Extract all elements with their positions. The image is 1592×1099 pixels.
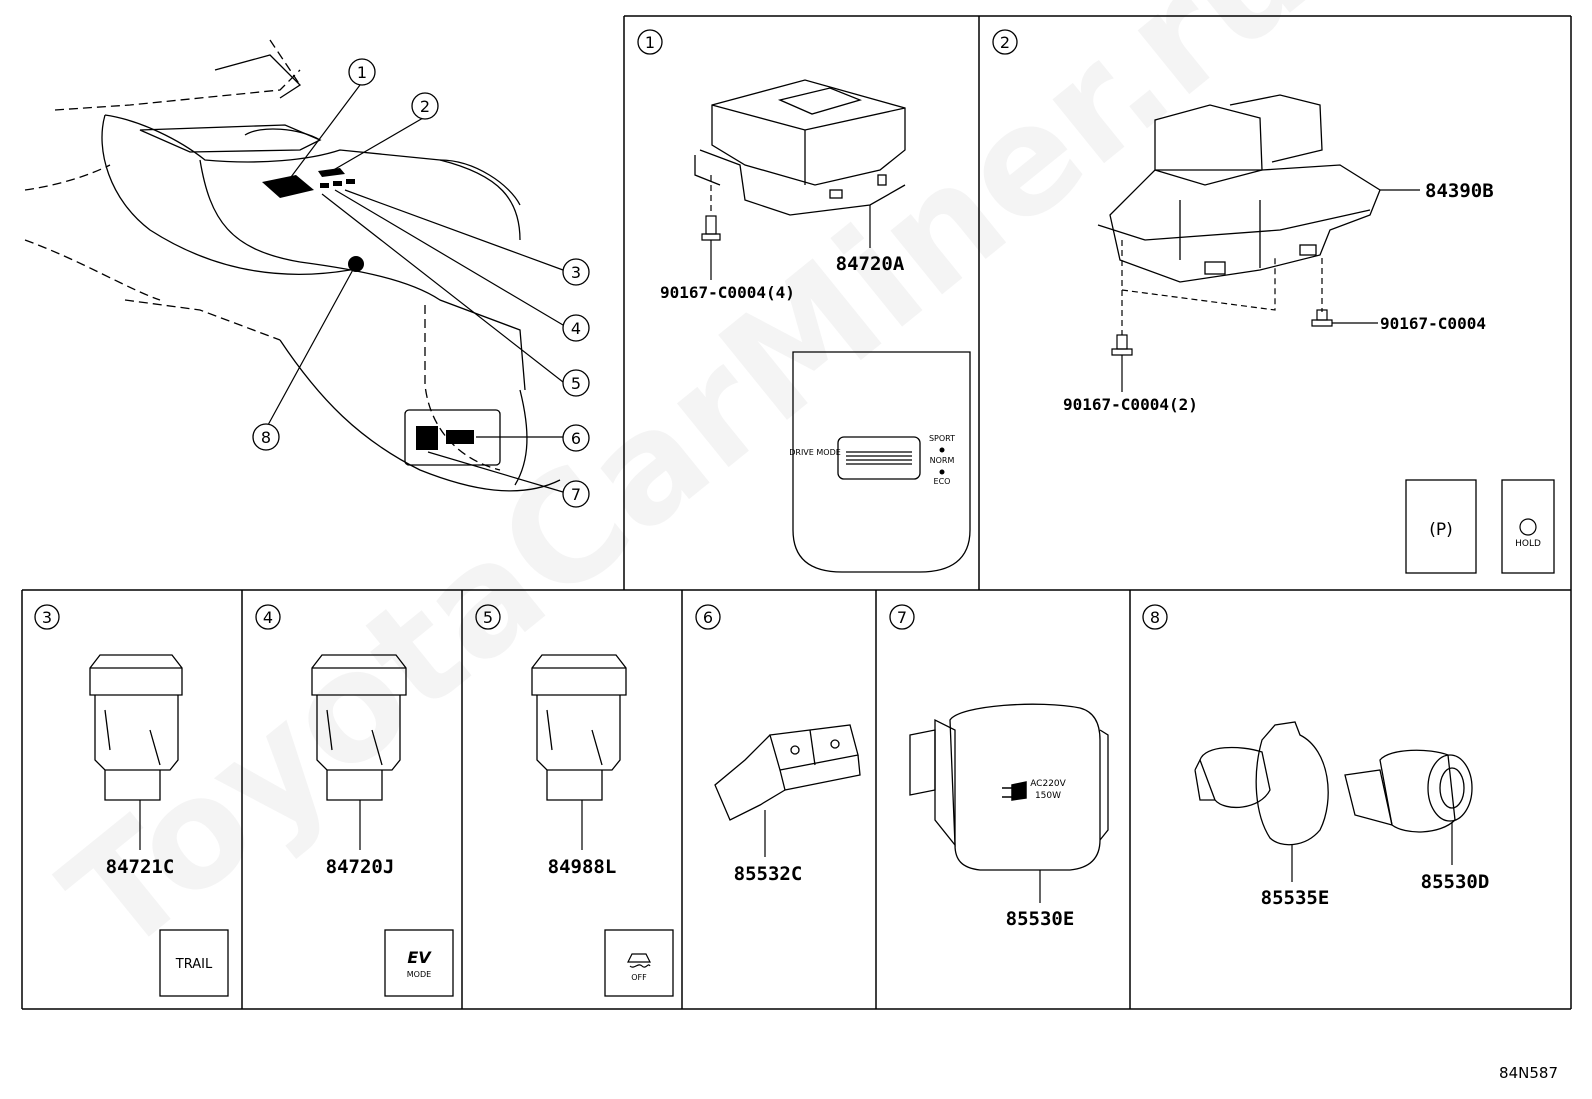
ac-outlet-drawing — [909, 703, 1109, 871]
power-socket-drawing — [1344, 749, 1473, 833]
part-84390B: 84390B — [1425, 180, 1494, 202]
panel-4-number: 4 — [263, 608, 273, 627]
panel-3: 3 84721C TRAIL — [34, 604, 229, 997]
console-switch-marks — [262, 168, 474, 450]
panel-7-number: 7 — [897, 608, 907, 627]
svg-text:7: 7 — [571, 485, 581, 504]
svg-text:4: 4 — [571, 319, 581, 338]
svg-text:5: 5 — [571, 374, 581, 393]
trail-icon-box — [159, 929, 229, 997]
trail-icon: TRAIL — [175, 957, 213, 972]
svg-text:6: 6 — [571, 429, 581, 448]
mode-sport: SPORT — [929, 434, 955, 443]
callout-3: 3 — [562, 258, 590, 286]
power-socket-cap-drawing — [1194, 721, 1329, 846]
drive-mode-dial — [837, 436, 921, 480]
part-84721C: 84721C — [106, 856, 175, 878]
part-85530D: 85530D — [1421, 871, 1490, 893]
screw-icon — [1311, 309, 1333, 327]
watermark: ToyotaCarMiner.ru — [33, 0, 1342, 988]
callout-7: 7 — [562, 480, 590, 508]
ev-switch-drawing — [311, 654, 407, 801]
panel-1-number: 1 — [645, 33, 655, 52]
trc-off-label: OFF — [631, 973, 647, 982]
part-85532C: 85532C — [734, 863, 803, 885]
callout-leaders — [267, 84, 564, 493]
part-84720J: 84720J — [326, 856, 395, 878]
trail-switch-drawing — [89, 654, 183, 801]
seat-heater-switch-drawing — [714, 724, 861, 821]
ev-mode-label: MODE — [407, 970, 431, 979]
part-85530E: 85530E — [1006, 908, 1075, 930]
panel-3-number: 3 — [42, 608, 52, 627]
panel-2: 2 84390B 90167-C0004 90167-C0004(2) — [992, 29, 1555, 574]
ev-icon-box — [384, 929, 454, 997]
skid-car-icon — [627, 953, 651, 968]
plug-icon — [1002, 781, 1027, 801]
screw-icon — [1111, 334, 1133, 356]
trc-off-switch-drawing — [531, 654, 627, 801]
ev-icon: EV — [407, 948, 432, 967]
screw-icon — [701, 215, 721, 241]
panel-1: 1 84720A 90167-C0004(4) DRIVE MODE SPORT — [637, 29, 971, 573]
callout-1: 1 — [348, 58, 376, 86]
panel-4: 4 84720J EV MODE — [255, 604, 454, 997]
panel-5-number: 5 — [483, 608, 493, 627]
outlet-wattage: 150W — [1035, 791, 1061, 801]
callout-2: 2 — [411, 92, 439, 120]
drive-mode-switch-drawing — [694, 79, 906, 216]
svg-text:1: 1 — [357, 63, 367, 82]
parking-icon: (P) — [1429, 520, 1453, 540]
part-90167-C0004-4: 90167-C0004(4) — [660, 283, 795, 302]
overview-callouts: 1 2 3 4 5 6 7 8 — [252, 58, 590, 508]
panel-8: 8 85535E 85530D — [1142, 604, 1490, 909]
part-90167-C0004-2: 90167-C0004(2) — [1063, 395, 1198, 414]
diagram-code: 84N587 — [1499, 1064, 1558, 1082]
panel-2-number: 2 — [1000, 33, 1010, 52]
console-overview — [24, 39, 561, 492]
hold-icon-label: HOLD — [1515, 539, 1541, 549]
part-90167-C0004: 90167-C0004 — [1380, 314, 1486, 333]
panel-7: 7 AC220V 150W 85530E — [889, 604, 1109, 930]
mode-norm: NORM — [930, 456, 955, 465]
hold-circle-icon — [1519, 518, 1537, 536]
panel-5: 5 84988L OFF — [475, 604, 674, 997]
drive-mode-faceplate — [792, 351, 971, 573]
callout-4: 4 — [562, 314, 590, 342]
hold-icon-box — [1501, 479, 1555, 574]
svg-text:3: 3 — [571, 263, 581, 282]
outlet-voltage: AC220V — [1030, 779, 1066, 789]
panel-frames — [21, 15, 1572, 1010]
part-84720A: 84720A — [836, 253, 905, 275]
panel-8-number: 8 — [1150, 608, 1160, 627]
trc-off-icon-box — [604, 929, 674, 997]
panel-6-number: 6 — [703, 608, 713, 627]
mode-eco: ECO — [934, 477, 951, 486]
part-84988L: 84988L — [548, 856, 617, 878]
parking-brake-switch-drawing — [1097, 94, 1381, 283]
parking-icon-box — [1405, 479, 1477, 574]
svg-text:8: 8 — [261, 428, 271, 447]
drive-mode-label: DRIVE MODE — [789, 448, 841, 457]
panel-6: 6 85532C — [695, 604, 861, 885]
callout-8: 8 — [252, 423, 280, 451]
part-85535E: 85535E — [1261, 887, 1330, 909]
svg-text:2: 2 — [420, 97, 430, 116]
callout-6: 6 — [562, 424, 590, 452]
callout-5: 5 — [562, 369, 590, 397]
